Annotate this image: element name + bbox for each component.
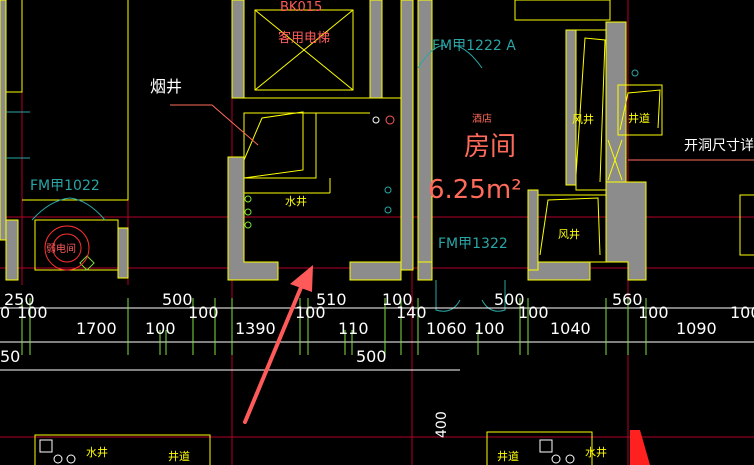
dim-r2-3: 1700: [76, 319, 117, 338]
elevator-code: BK015: [280, 0, 322, 15]
dim-r2-9: 140: [396, 303, 427, 322]
dimension-ticks: [21, 298, 647, 355]
bottom-red-marker: [630, 430, 650, 465]
wind-shaft-top: 风井: [572, 112, 594, 126]
room-area: 6.25m²: [428, 175, 522, 205]
weak-room-inner-marker: [52, 233, 82, 263]
pipe-shaft-bottom-mid: 井道: [497, 449, 519, 463]
dim-5: 500: [494, 290, 525, 309]
dim-r2-1: 0: [0, 303, 10, 322]
dim-r2-6: 1390: [235, 319, 276, 338]
dim-r2-13: 1040: [550, 319, 591, 338]
water-shaft-label: 水井: [285, 194, 307, 208]
room-title: 酒店: [472, 112, 492, 125]
weak-room-marker: [44, 225, 90, 271]
dim-4: 100: [382, 290, 413, 309]
pipe-shaft-bottom-left: 井道: [168, 449, 190, 463]
dim-r2-2: 100: [17, 303, 48, 322]
wind-shaft-bottom: 风井: [558, 227, 580, 241]
dim-3: 510: [316, 290, 347, 309]
room-name: 房间: [464, 132, 516, 162]
smoke-leader: [170, 104, 259, 146]
bottom-fixtures: [39, 115, 575, 464]
water-shaft-bottom-mid: 水井: [585, 445, 607, 459]
dim-r2-10: 1060: [426, 319, 467, 338]
dim-r2-16: 100: [730, 303, 754, 322]
dim-r3-1: 50: [0, 347, 20, 366]
dim-r2-7: 100: [295, 303, 326, 322]
dim-2: 500: [162, 290, 193, 309]
dim-6: 560: [612, 290, 643, 309]
dimension-row-1: 250 500 510 100 500 560: [4, 290, 643, 309]
weak-room-label: 弱电间: [46, 242, 76, 255]
dim-r2-14: 100: [638, 303, 669, 322]
dim-r2-5: 100: [188, 303, 219, 322]
door-left-label: FM甲1022: [30, 178, 100, 194]
dim-r2-11: 100: [474, 319, 505, 338]
dim-r2-8: 110: [338, 319, 369, 338]
door-mid-label: FM甲1322: [438, 236, 508, 252]
pipe-markers: [79, 195, 252, 271]
room-outlines: [6, 0, 754, 465]
dim-r2-4: 100: [145, 319, 176, 338]
annotation-arrow: [243, 265, 313, 424]
dimension-row-2: 0 100 1700 100 100 1390 100 110 140 1060…: [0, 303, 754, 338]
dim-1: 250: [4, 290, 35, 309]
elevator-name: 客用电梯: [278, 30, 330, 46]
dim-r3-2: 500: [356, 347, 387, 366]
dim-r2-15: 1090: [676, 319, 717, 338]
door-top-label: FM甲1222 A: [432, 38, 516, 54]
pipe-shaft-label: 井道: [628, 111, 650, 125]
smoke-shaft-label: 烟井: [150, 77, 182, 96]
water-shaft-bottom-left: 水井: [86, 445, 108, 459]
dim-vertical: 400: [434, 411, 450, 438]
dimension-row-3: 50 500: [0, 347, 387, 366]
door-swings: [6, 44, 639, 312]
dim-r2-12: 100: [518, 303, 549, 322]
opening-note: 开洞尺寸详: [684, 138, 754, 154]
